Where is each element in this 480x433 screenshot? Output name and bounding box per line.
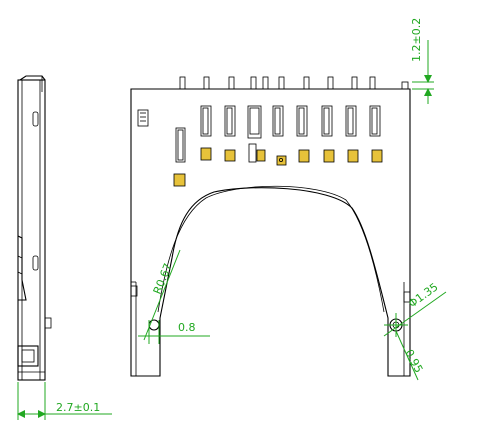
hole-diameter-label: Φ1.35 [406, 280, 440, 310]
dimension-left: R0.67 0.8 [138, 249, 210, 344]
top-pins [179, 76, 409, 90]
dimension-thickness: 2.7±0.1 [17, 382, 112, 420]
pin-height-label: 1.2±0.2 [410, 18, 423, 62]
dimension-pin-height: 1.2±0.2 [410, 18, 434, 104]
front-view [130, 76, 411, 377]
side-view [17, 75, 52, 381]
slot-radius-label: R0.67 [151, 261, 175, 296]
thickness-label: 2.7±0.1 [56, 401, 100, 414]
contact-slots [175, 105, 381, 163]
hole-offset-label: 0.95 [402, 347, 425, 375]
contact-pads [173, 143, 383, 187]
left-gap-label: 0.8 [178, 321, 196, 334]
